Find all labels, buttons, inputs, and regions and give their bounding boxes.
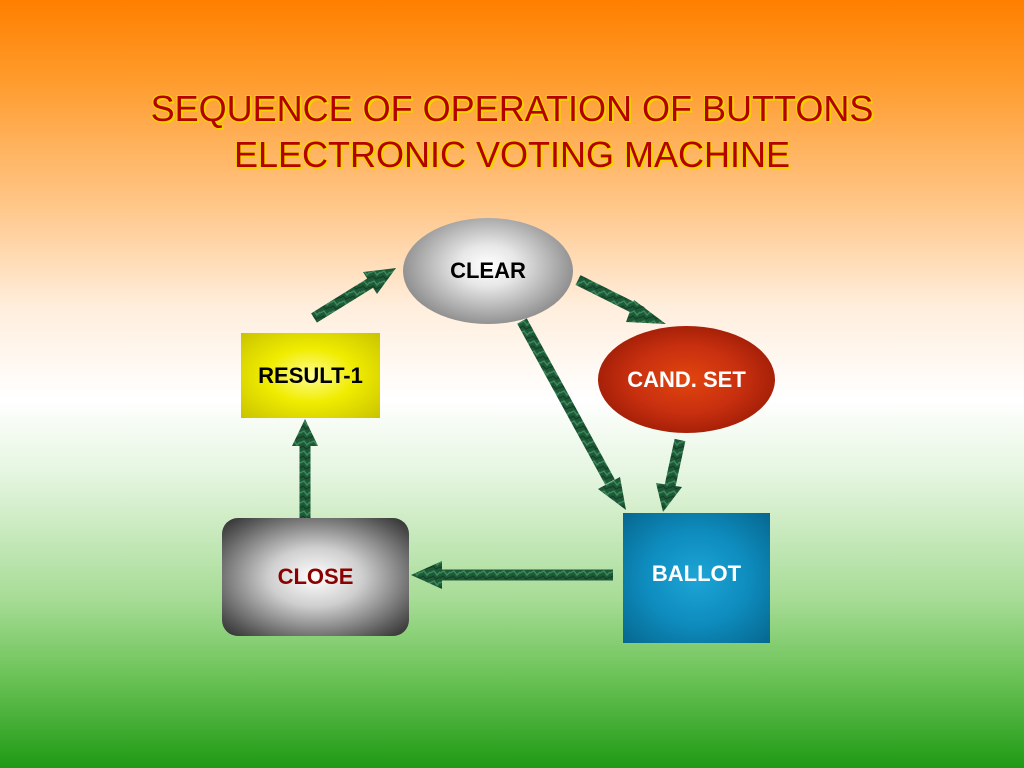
node-ballot-label: BALLOT [651, 561, 742, 586]
node-clear: CLEAR [403, 218, 573, 324]
node-cand-set-label: CAND. SET [627, 366, 746, 392]
arrow-clear-to-ballot [517, 318, 626, 510]
arrow-clear-to-candset [575, 275, 666, 324]
arrow-ballot-to-close [411, 561, 613, 589]
node-cand-set: CAND. SET [598, 326, 775, 433]
node-clear-label: CLEAR [450, 258, 526, 283]
page-title: SEQUENCE OF OPERATION OF BUTTONS ELECTRO… [0, 86, 1024, 178]
arrow-candset-to-ballot [656, 438, 686, 512]
node-result: RESULT-1 [241, 333, 380, 418]
title-line-1: SEQUENCE OF OPERATION OF BUTTONS [150, 88, 874, 129]
node-result-label: RESULT-1 [258, 362, 363, 388]
node-close-label: CLOSE [277, 564, 354, 589]
arrow-close-to-result [292, 419, 318, 518]
node-close: CLOSE [222, 518, 409, 636]
node-ballot: BALLOT [623, 513, 770, 643]
title-line-2: ELECTRONIC VOTING MACHINE [233, 134, 791, 175]
arrow-result-to-clear [311, 268, 396, 323]
